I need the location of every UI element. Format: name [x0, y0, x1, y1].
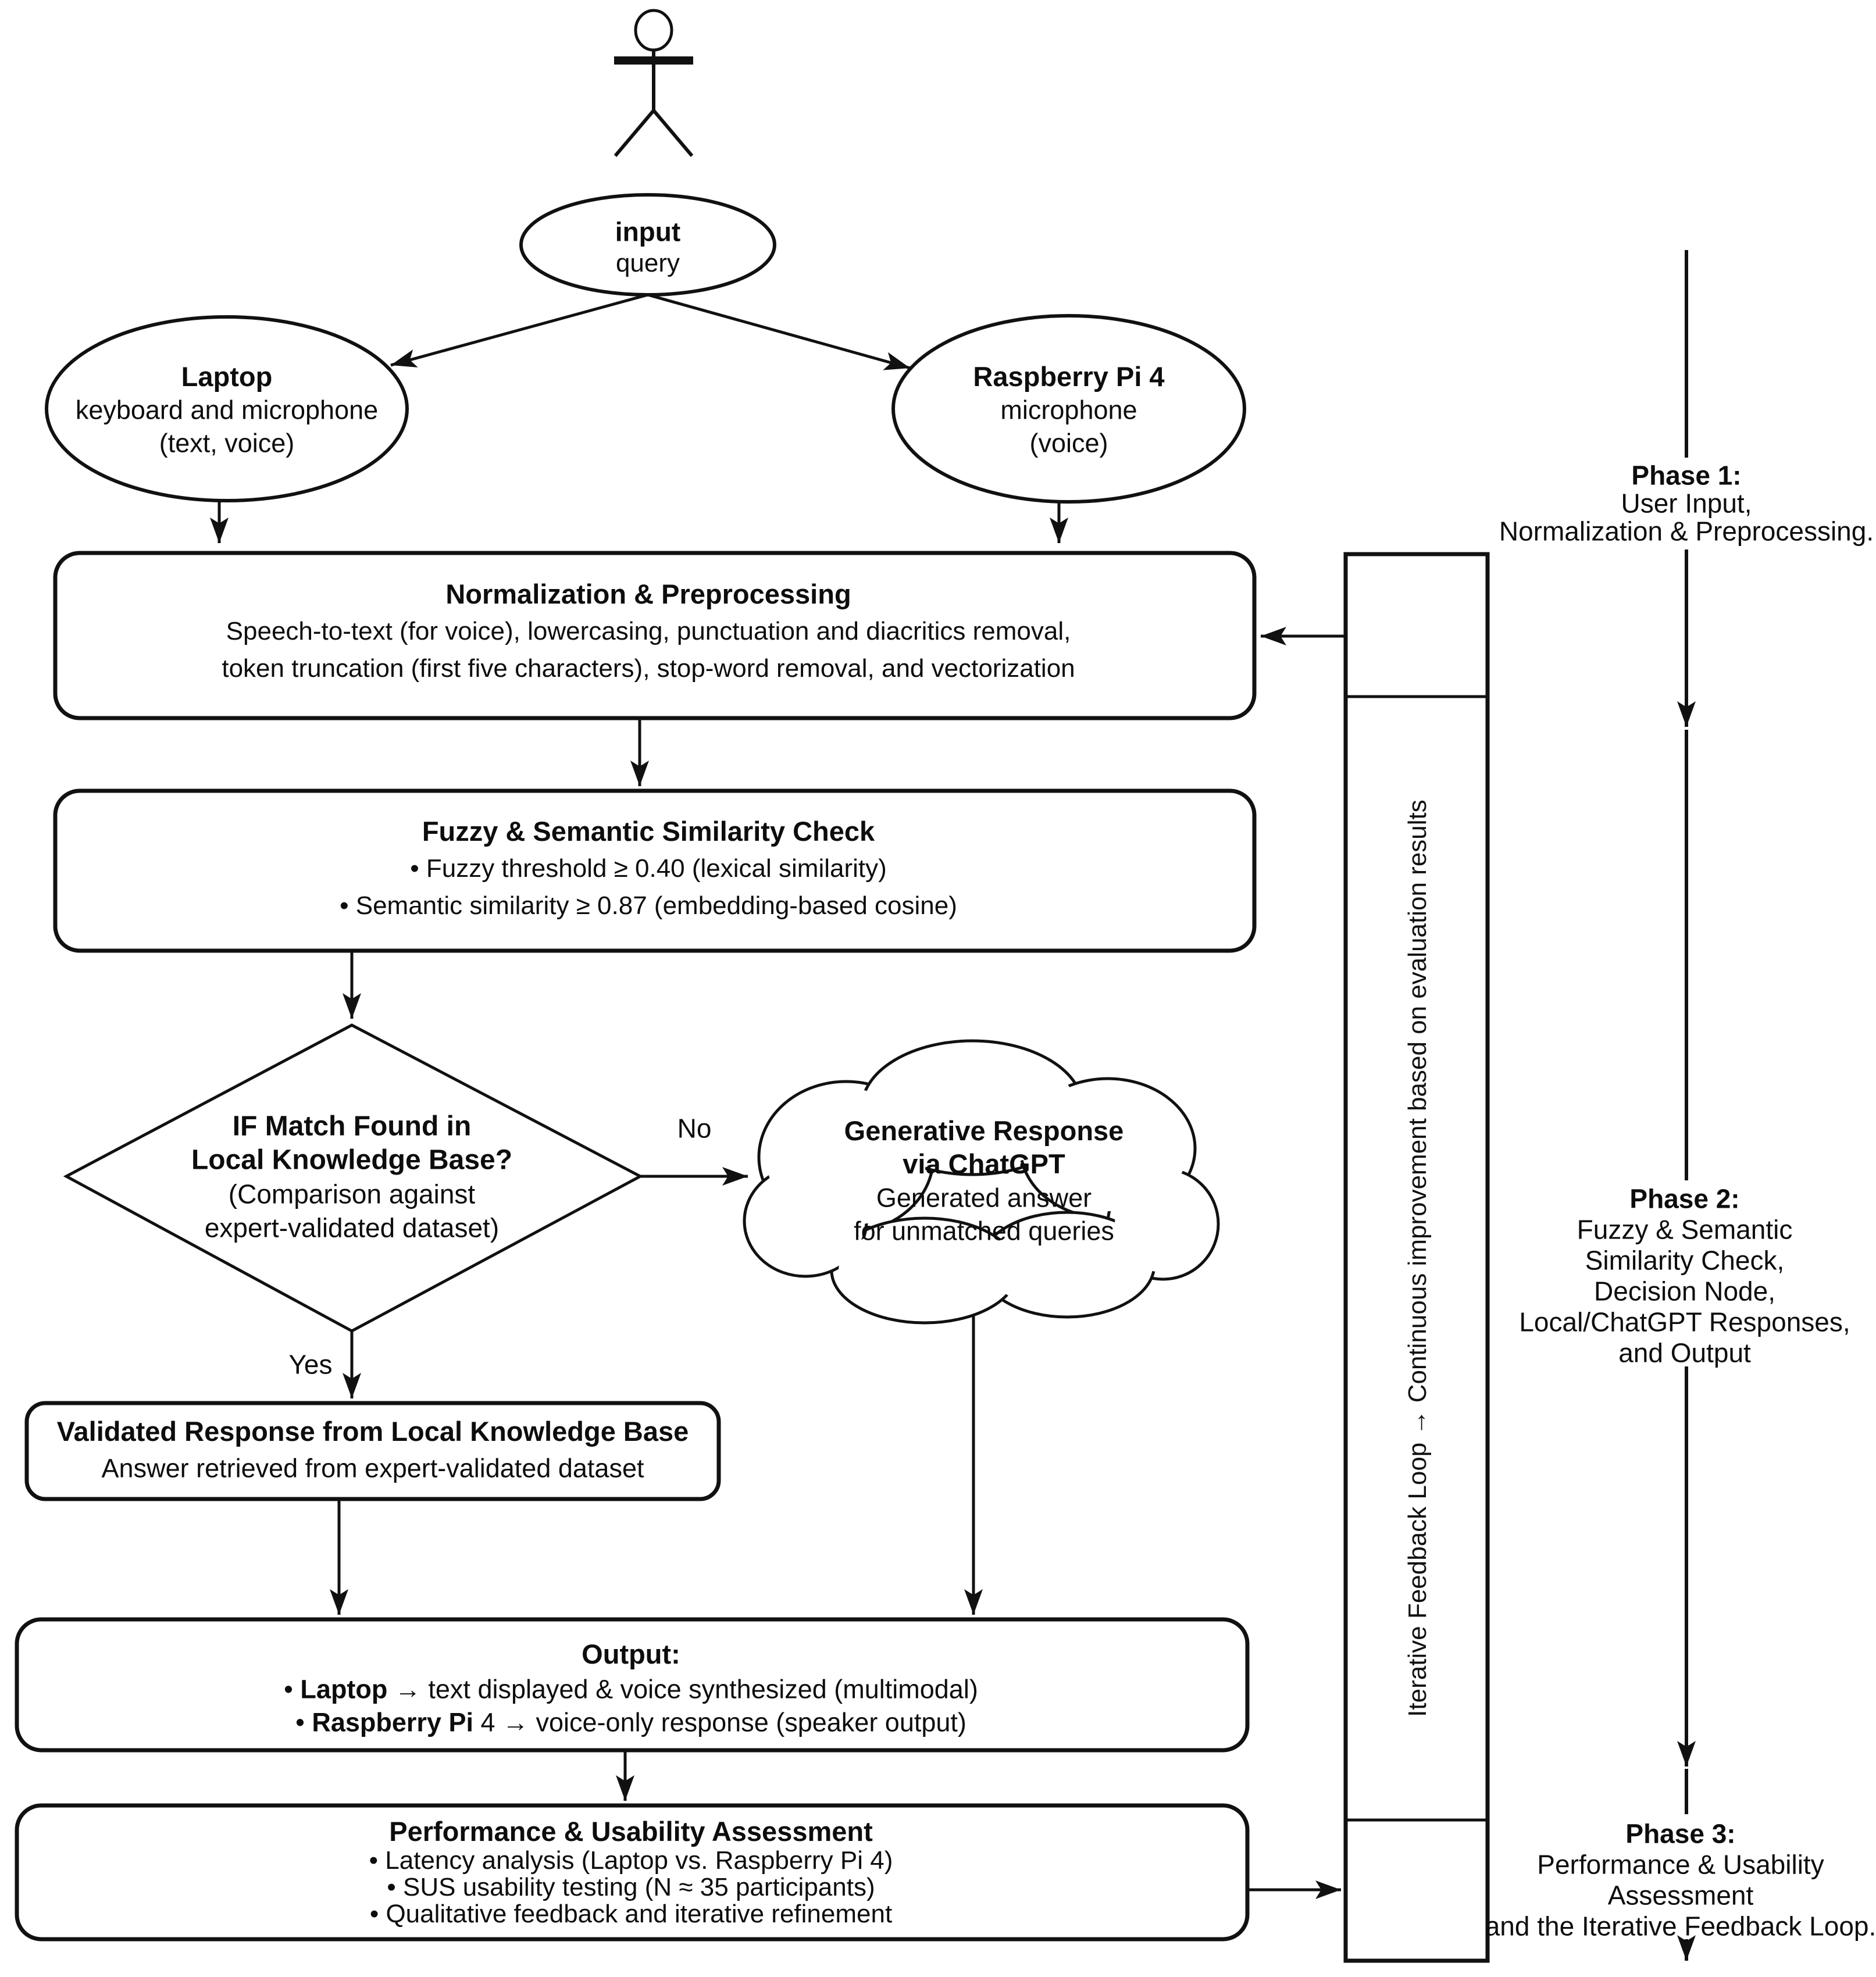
phase2-title: Phase 2: [1629, 1183, 1740, 1214]
phase3-title: Phase 3: [1625, 1818, 1736, 1849]
output-bullet2-bold: Raspberry Pi [312, 1707, 473, 1737]
laptop-ellipse-line3: (text, voice) [159, 428, 295, 458]
phase1-line1: User Input, [1621, 488, 1752, 519]
validated-title: Validated Response from Local Knowledge … [56, 1416, 689, 1447]
performance-bullet3: • Qualitative feedback and iterative ref… [369, 1899, 893, 1928]
performance-title: Performance & Usability Assessment [389, 1816, 873, 1847]
decision-line2: Local Knowledge Base? [191, 1144, 513, 1176]
phase1-title: Phase 1: [1631, 460, 1742, 491]
laptop-ellipse-title: Laptop [181, 361, 273, 392]
fuzzy-box [53, 788, 1257, 953]
normalization-line2: token truncation (first five characters)… [222, 654, 1075, 683]
phase1-line2: Normalization & Preprocessing. [1499, 516, 1874, 547]
validated-subtitle: Answer retrieved from expert-validated d… [101, 1453, 644, 1483]
arrow-input-to-laptop [390, 293, 648, 367]
raspberry-ellipse-title: Raspberry Pi 4 [973, 361, 1165, 392]
laptop-ellipse-line2: keyboard and microphone [75, 395, 379, 425]
no-label: No [677, 1113, 712, 1144]
cloud-line1: Generative Response [844, 1115, 1124, 1147]
phase2-line2: Similarity Check, [1585, 1245, 1785, 1276]
decision-line3: (Comparison against [228, 1179, 476, 1209]
output-bullet2-rest: 4 → voice-only response (speaker output) [473, 1707, 966, 1737]
output-bullet1-rest: → text displayed & voice synthesized (mu… [387, 1674, 978, 1704]
output-title: Output: [582, 1639, 680, 1670]
output-bullet2: • Raspberry Pi 4 → voice-only response (… [295, 1708, 966, 1737]
feedback-loop-label: Iterative Feedback Loop → Continuous imp… [1403, 800, 1432, 1717]
laptop-ellipse [45, 315, 409, 502]
phase3-line3: and the Iterative Feedback Loop. [1485, 1911, 1876, 1942]
performance-bullet1: • Latency analysis (Laptop vs. Raspberry… [369, 1846, 893, 1875]
decision-line1: IF Match Found in [232, 1111, 472, 1142]
output-bullet1-pre: • [284, 1674, 301, 1704]
decision-diamond [63, 1023, 644, 1333]
fuzzy-bullet1: • Fuzzy threshold ≥ 0.40 (lexical simila… [410, 854, 887, 883]
validated-response-box [24, 1401, 721, 1501]
phase2-line5: and Output [1618, 1337, 1751, 1368]
raspberry-ellipse-line3: (voice) [1029, 428, 1108, 458]
phase2-line1: Fuzzy & Semantic [1577, 1214, 1793, 1245]
normalization-line1: Speech-to-text (for voice), lowercasing,… [226, 616, 1071, 645]
output-box [15, 1617, 1250, 1753]
phase3-line1: Performance & Usability [1537, 1849, 1824, 1880]
chatgpt-cloud [743, 1039, 1220, 1325]
performance-box [15, 1803, 1250, 1942]
output-bullet1: • Laptop → text displayed & voice synthe… [284, 1675, 978, 1704]
phase2-line4: Local/ChatGPT Responses, [1519, 1307, 1850, 1337]
raspberry-ellipse [891, 314, 1246, 504]
phase2-line3: Decision Node, [1594, 1276, 1775, 1307]
fuzzy-title: Fuzzy & Semantic Similarity Check [422, 816, 875, 847]
output-bullet1-bold: Laptop [300, 1674, 388, 1704]
phase3-line2: Assessment [1607, 1880, 1754, 1911]
feedback-loop-bar [1343, 552, 1490, 1963]
raspberry-ellipse-line2: microphone [1000, 395, 1137, 425]
decision-line4: expert-validated dataset) [204, 1212, 500, 1243]
arrow-input-to-raspberry [647, 293, 911, 370]
performance-bullet2: • SUS usability testing (N ≈ 35 particip… [387, 1872, 875, 1901]
cloud-line2: via ChatGPT [903, 1148, 1065, 1180]
yes-label: Yes [288, 1349, 333, 1380]
input-ellipse-title: input [615, 216, 681, 247]
cloud-line4: for unmatched queries [854, 1216, 1114, 1246]
output-bullet2-pre: • [295, 1707, 312, 1737]
user-actor-icon [614, 9, 694, 157]
normalization-title: Normalization & Preprocessing [445, 579, 851, 610]
input-ellipse-subtitle: query [615, 248, 680, 277]
fuzzy-bullet2: • Semantic similarity ≥ 0.87 (embedding-… [340, 891, 957, 920]
cloud-line3: Generated answer [876, 1183, 1092, 1213]
normalization-box [53, 551, 1257, 720]
